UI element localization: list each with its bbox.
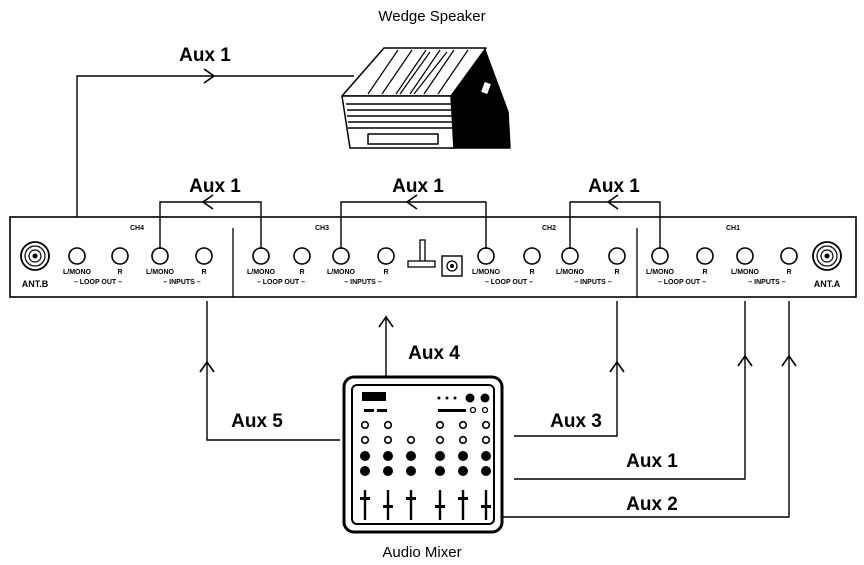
jack-3-1-icon <box>477 247 495 265</box>
antenna-a-connector-icon <box>812 241 842 271</box>
aux5-wire: Aux 5 <box>199 301 340 441</box>
jack-4-4-icon <box>780 247 798 265</box>
jack-label: R <box>383 269 388 276</box>
jack-label: R <box>117 269 122 276</box>
aux-label-ch4-link: Aux 1 <box>189 176 241 197</box>
inputs-group-label: – INPUTS – <box>574 279 611 286</box>
jack-label: R <box>201 269 206 276</box>
channel-label-ch2: CH2 <box>542 225 556 232</box>
channel-label-ch4: CH4 <box>130 225 144 232</box>
jack-4-3-icon <box>736 247 754 265</box>
aux1-wire: Aux 1 <box>514 301 753 480</box>
jack-3-3-icon <box>561 247 579 265</box>
aux-label-aux1: Aux 1 <box>626 451 678 472</box>
jack-4-2-icon <box>696 247 714 265</box>
jack-label: R <box>299 269 304 276</box>
aux-label-aux2: Aux 2 <box>626 494 678 515</box>
aux-label-aux4: Aux 4 <box>408 343 460 364</box>
jack-label: L/MONO <box>472 269 501 276</box>
inputs-group-label: – INPUTS – <box>344 279 381 286</box>
jack-label: L/MONO <box>247 269 276 276</box>
power-switch-icon <box>407 239 436 268</box>
aux-label-to-speaker: Aux 1 <box>179 45 231 66</box>
aux-link-ch4: Aux 1 <box>159 176 262 249</box>
loop-out-group-label: – LOOP OUT – <box>658 279 706 286</box>
jack-label: L/MONO <box>327 269 356 276</box>
aux2-wire: Aux 2 <box>500 301 797 518</box>
inputs-group-label: – INPUTS – <box>748 279 785 286</box>
jack-label: R <box>529 269 534 276</box>
jack-label: L/MONO <box>556 269 585 276</box>
aux-link-ch3: Aux 1 <box>340 176 487 249</box>
jack-label: L/MONO <box>63 269 92 276</box>
jack-label: L/MONO <box>146 269 175 276</box>
jack-row: L/MONO R L/MONO R – LOOP OUT – – INPUTS – L/MO… <box>63 247 798 286</box>
jack-label: L/MONO <box>646 269 675 276</box>
jack-3-4-icon <box>608 247 626 265</box>
jack-2-3-icon <box>332 247 350 265</box>
jack-2-1-icon <box>252 247 270 265</box>
jack-label: L/MONO <box>731 269 760 276</box>
jack-1-4-icon <box>195 247 213 265</box>
aux-label-aux5: Aux 5 <box>231 411 283 432</box>
jack-label: R <box>614 269 619 276</box>
aux-label-ch2-link: Aux 1 <box>588 176 640 197</box>
antenna-b-label: ANT.B <box>22 279 49 289</box>
channel-label-ch3: CH3 <box>315 225 329 232</box>
channel-label-ch1: CH1 <box>726 225 740 232</box>
mixer-label: Audio Mixer <box>382 544 461 561</box>
jack-2-4-icon <box>377 247 395 265</box>
jack-label: R <box>786 269 791 276</box>
speaker-label: Wedge Speaker <box>378 8 485 25</box>
receiver-rear-panel: CH4 CH3 CH2 CH1 ANT.B ANT.A <box>9 216 857 298</box>
antenna-b-connector-icon <box>20 241 50 271</box>
jack-1-3-icon <box>151 247 169 265</box>
antenna-a-label: ANT.A <box>814 279 841 289</box>
jack-1-1-icon <box>68 247 86 265</box>
aux-label-aux3: Aux 3 <box>550 411 602 432</box>
inputs-group-label: – INPUTS – <box>163 279 200 286</box>
jack-label: R <box>702 269 707 276</box>
speaker-wire: Aux 1 <box>76 45 354 237</box>
jack-2-2-icon <box>293 247 311 265</box>
jack-3-2-icon <box>523 247 541 265</box>
aux-link-ch2: Aux 1 <box>569 176 661 249</box>
audio-mixer-icon <box>342 375 504 534</box>
loop-out-group-label: – LOOP OUT – <box>257 279 305 286</box>
aux-label-ch3-link: Aux 1 <box>392 176 444 197</box>
aux4-wire: Aux 4 <box>378 315 460 376</box>
jack-4-1-icon <box>651 247 669 265</box>
jack-1-2-icon <box>111 247 129 265</box>
aux3-wire: Aux 3 <box>514 301 625 437</box>
loop-out-group-label: – LOOP OUT – <box>74 279 122 286</box>
dc-jack-icon <box>441 255 463 277</box>
loop-out-group-label: – LOOP OUT – <box>485 279 533 286</box>
wedge-speaker-icon <box>341 47 511 149</box>
